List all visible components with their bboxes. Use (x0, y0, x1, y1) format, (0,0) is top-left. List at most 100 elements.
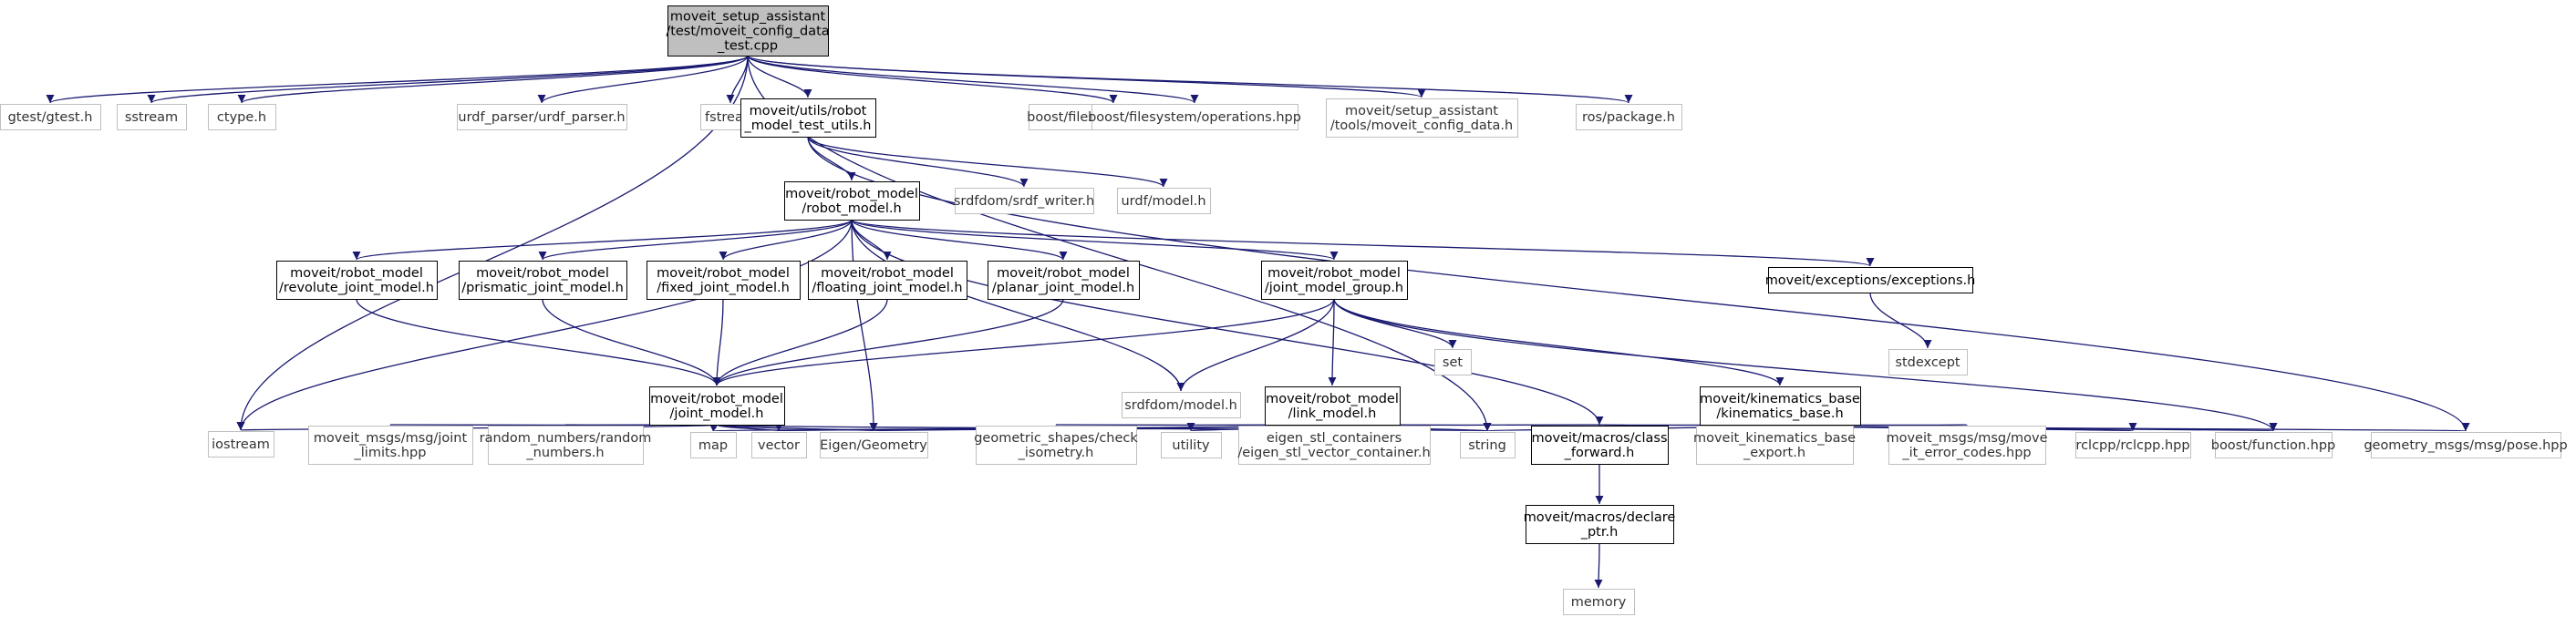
node-iostream[interactable]: iostream (208, 431, 274, 458)
node-box-kinematics_base[interactable] (1700, 386, 1861, 426)
node-link_model[interactable]: moveit/robot_model/link_model.h (1265, 386, 1401, 426)
edge-robot_model-to-eigen (851, 219, 878, 432)
node-box-set[interactable] (1434, 349, 1472, 375)
node-box-planar[interactable] (988, 261, 1140, 300)
node-kinematics_base[interactable]: moveit/kinematics_base/kinematics_base.h (1700, 386, 1861, 426)
node-revolute[interactable]: moveit/robot_model/revolute_joint_model.… (276, 261, 438, 300)
node-box-floating[interactable] (808, 261, 967, 300)
node-sstream[interactable]: sstream (117, 104, 187, 130)
node-urdf_model[interactable]: urdf/model.h (1117, 188, 1211, 214)
node-label-urdf_parser-line-0: urdf_parser/urdf_parser.h (458, 110, 625, 125)
edge-robot_model-to-srdf_model (851, 219, 1185, 392)
node-box-moveit_config_data[interactable] (1326, 98, 1518, 138)
edge-jmg-to-boost_function (1333, 298, 2278, 432)
node-check_isometry[interactable]: geometric_shapes/check_isometry.h (974, 426, 1138, 465)
node-rclcpp[interactable]: rclcpp/rclcpp.hpp (2075, 432, 2191, 458)
node-declare_ptr[interactable]: moveit/macros/declare_ptr.h (1524, 505, 1676, 544)
node-label-class_forward-line-1: _forward.h (1564, 446, 1635, 460)
node-box-link_model[interactable] (1265, 386, 1401, 426)
node-robot_model_test_utils[interactable]: moveit/utils/robot_model_test_utils.h (740, 98, 876, 138)
node-joint_limits[interactable]: moveit_msgs/msg/joint_limits.hpp (308, 426, 473, 465)
node-string[interactable]: string (1460, 432, 1516, 458)
node-exceptions[interactable]: moveit/exceptions/exceptions.h (1765, 267, 1976, 293)
node-utility[interactable]: utility (1161, 432, 1222, 458)
node-memory[interactable]: memory (1563, 589, 1635, 615)
node-srdf_model[interactable]: srdfdom/model.h (1122, 392, 1241, 418)
node-box-robot_model_test_utils[interactable] (740, 98, 876, 138)
node-box-boost_function[interactable] (2215, 432, 2333, 458)
edge-robot_model-to-planar (851, 219, 1068, 261)
node-gtest[interactable]: gtest/gtest.h (0, 104, 101, 130)
node-label-sstream-line-0: sstream (125, 110, 178, 125)
node-stdexcept[interactable]: stdexcept (1888, 349, 1968, 375)
node-box-string[interactable] (1460, 432, 1516, 458)
node-box-ctype[interactable] (208, 104, 276, 130)
node-box-check_isometry[interactable] (976, 426, 1137, 465)
node-set[interactable]: set (1434, 349, 1472, 375)
node-label-robot_model-line-1: /robot_model.h (802, 201, 901, 216)
node-label-set-line-0: set (1443, 355, 1463, 370)
node-box-iostream[interactable] (208, 431, 274, 458)
node-floating[interactable]: moveit/robot_model/floating_joint_model.… (808, 261, 967, 300)
node-joint_model[interactable]: moveit/robot_model/joint_model.h (649, 386, 785, 426)
node-label-revolute-line-0: moveit/robot_model (290, 266, 423, 281)
node-srdf_writer[interactable]: srdfdom/srdf_writer.h (954, 188, 1094, 214)
node-fixed[interactable]: moveit/robot_model/fixed_joint_model.h (647, 261, 801, 300)
node-class_forward[interactable]: moveit/macros/class_forward.h (1531, 426, 1669, 465)
node-kb_export[interactable]: moveit_kinematics_base_export.h (1693, 426, 1856, 465)
node-box-random_numbers[interactable] (488, 426, 644, 465)
node-box-srdf_writer[interactable] (955, 188, 1094, 214)
node-boost_function[interactable]: boost/function.hpp (2211, 432, 2336, 458)
node-box-pose[interactable] (2371, 432, 2561, 458)
node-box-revolute[interactable] (276, 261, 438, 300)
node-ros_package[interactable]: ros/package.h (1576, 104, 1682, 130)
node-box-urdf_model[interactable] (1117, 188, 1211, 214)
node-label-stdexcept-line-0: stdexcept (1895, 355, 1960, 370)
node-moveit_config_data[interactable]: moveit/setup_assistant/tools/moveit_conf… (1326, 98, 1518, 138)
edge-root-to-ros_package (747, 55, 1632, 104)
node-box-kb_export[interactable] (1696, 426, 1854, 465)
node-box-jmg[interactable] (1261, 261, 1408, 300)
node-box-fs_ops[interactable] (1091, 104, 1298, 130)
node-box-joint_model[interactable] (649, 386, 785, 426)
node-box-srdf_model[interactable] (1122, 392, 1241, 418)
node-box-declare_ptr[interactable] (1526, 505, 1674, 544)
node-robot_model[interactable]: moveit/robot_model/robot_model.h (784, 181, 920, 221)
node-prismatic[interactable]: moveit/robot_model/prismatic_joint_model… (459, 261, 627, 300)
node-jmg[interactable]: moveit/robot_model/joint_model_group.h (1261, 261, 1408, 300)
node-planar[interactable]: moveit/robot_model/planar_joint_model.h (988, 261, 1140, 300)
node-fs_ops[interactable]: boost/filesystem/operations.hpp (1088, 104, 1301, 130)
node-box-stdexcept[interactable] (1888, 349, 1968, 375)
node-box-eigen[interactable] (820, 432, 928, 458)
node-box-vector[interactable] (751, 432, 807, 458)
node-pose[interactable]: geometry_msgs/msg/pose.hpp (2364, 432, 2568, 458)
node-box-class_forward[interactable] (1531, 426, 1669, 465)
node-box-robot_model[interactable] (784, 181, 920, 221)
node-urdf_parser[interactable]: urdf_parser/urdf_parser.h (457, 104, 627, 130)
node-eigen[interactable]: Eigen/Geometry (820, 432, 928, 458)
node-ctype[interactable]: ctype.h (208, 104, 276, 130)
node-vector[interactable]: vector (751, 432, 807, 458)
node-box-utility[interactable] (1161, 432, 1222, 458)
node-box-prismatic[interactable] (459, 261, 627, 300)
node-box-map[interactable] (690, 432, 737, 458)
node-box-gtest[interactable] (0, 104, 101, 130)
node-box-eigen_stl[interactable] (1238, 426, 1431, 465)
node-box-joint_limits[interactable] (308, 426, 473, 465)
node-random_numbers[interactable]: random_numbers/random_numbers.h (480, 426, 652, 465)
node-eigen_stl[interactable]: eigen_stl_containers/eigen_stl_vector_co… (1237, 426, 1431, 465)
node-box-sstream[interactable] (117, 104, 187, 130)
node-box-rclcpp[interactable] (2075, 432, 2191, 458)
edge-robot_model-to-prismatic (538, 219, 853, 261)
node-box-root[interactable] (667, 5, 829, 57)
node-move_it_error_codes[interactable]: moveit_msgs/msg/move_it_error_codes.hpp (1886, 426, 2048, 465)
node-map[interactable]: map (690, 432, 737, 458)
node-box-ros_package[interactable] (1576, 104, 1682, 130)
node-box-fixed[interactable] (647, 261, 801, 300)
node-box-memory[interactable] (1563, 589, 1635, 615)
node-root[interactable]: moveit_setup_assistant/test/moveit_confi… (666, 5, 830, 57)
node-box-move_it_error_codes[interactable] (1888, 426, 2046, 465)
node-box-exceptions[interactable] (1768, 267, 1973, 293)
node-box-urdf_parser[interactable] (457, 104, 627, 130)
